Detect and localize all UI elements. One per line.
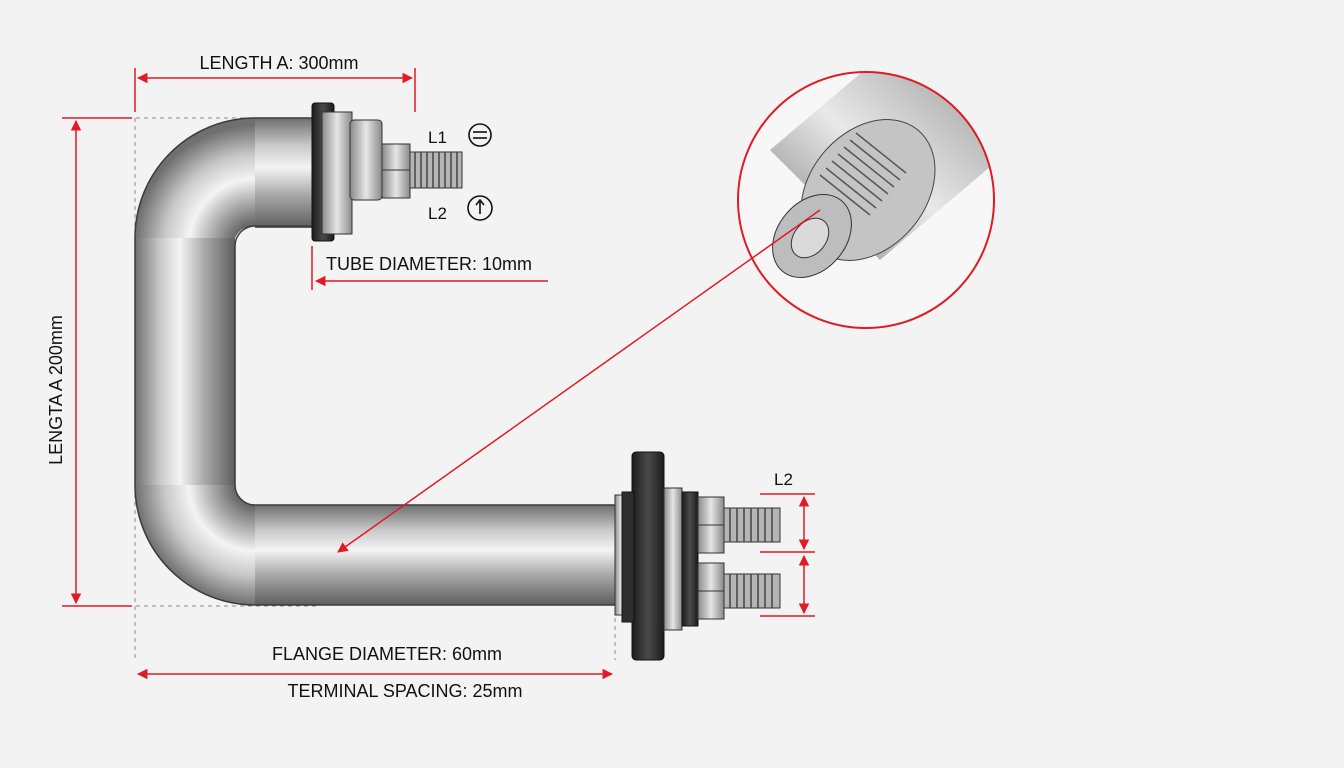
heating-tube [134,117,617,606]
terminal-nut-upper [697,496,725,554]
terminal-symbol-l2-icon [467,195,493,221]
terminal-l1-label: L1 [428,128,447,147]
terminal-stud-upper [723,507,781,543]
terminal-bottom-l2-label: L2 [774,470,793,489]
detail-magnifier [737,71,995,329]
reference-lines [120,117,616,660]
tube-diameter-label: TUBE DIAMETER: 10mm [326,254,532,274]
terminal-l2-label: L2 [428,204,447,223]
length-a-label: LENGTH A: 300mm [199,53,358,73]
dimension-lines [62,68,821,680]
terminal-spacing-label: TERMINAL SPACING: 25mm [287,681,522,701]
terminal-stud-lower [723,573,781,609]
flange-diameter-label: FLANGE DIAMETER: 60mm [272,644,502,664]
length-side-label: LENGTA A 200mm [46,315,66,465]
terminal-symbol-l1-icon [468,123,492,147]
terminal-nut-lower [697,562,725,620]
bottom-flange-fitting [614,451,781,661]
threaded-stud [409,151,463,189]
top-terminal-fitting [311,102,463,242]
detail-leader-line [337,209,821,553]
